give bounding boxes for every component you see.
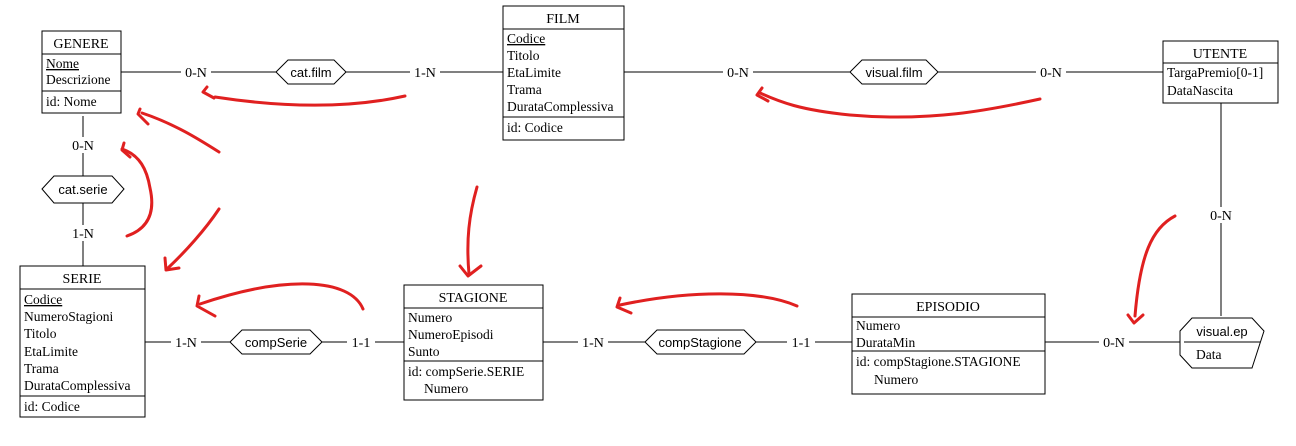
relationship-cat-film-name: cat.film <box>290 65 331 80</box>
relationship-cat-serie-name: cat.serie <box>58 182 107 197</box>
entity-film-attr-etalimite: EtaLimite <box>507 65 561 80</box>
entity-episodio-id: id: compStagione.STAGIONE <box>856 354 1021 369</box>
entity-episodio-attr-duratamin: DurataMin <box>856 335 915 350</box>
entity-utente-title: UTENTE <box>1193 47 1247 62</box>
entity-stagione-attr-sunto: Sunto <box>408 344 440 359</box>
relationship-comp-serie-name: compSerie <box>245 335 307 350</box>
relationship-visual-film[interactable]: visual.film <box>849 59 939 85</box>
cardinality-labels: 0-N 1-N 0-N 0-N 0-N 1-N 1-N 1-1 1-N 1-1 … <box>68 64 1236 351</box>
cardinality-episodio-compstagione: 1-1 <box>792 336 811 351</box>
entity-utente-attr-targapremio: TargaPremio[0-1] <box>1167 65 1263 80</box>
red-arrow-to-catserie <box>120 147 154 238</box>
entity-genere-attr-nome: Nome <box>46 56 79 71</box>
entity-film-attr-duratacomplessiva: DurataComplessiva <box>507 99 613 114</box>
entity-episodio-attr-numero: Numero <box>856 318 900 333</box>
entity-film-attr-codice: Codice <box>507 31 545 46</box>
entity-serie-attr-etalimite: EtaLimite <box>24 344 78 359</box>
relationship-visual-ep[interactable]: visual.ep Data <box>1179 317 1265 369</box>
relationship-cat-film[interactable]: cat.film <box>275 59 347 85</box>
cardinality-genere-catserie: 0-N <box>72 139 94 154</box>
red-arrow-to-visualfilm <box>758 91 1042 119</box>
relationship-comp-stagione-name: compStagione <box>658 335 741 350</box>
entity-utente[interactable]: UTENTE TargaPremio[0-1] DataNascita <box>1162 40 1279 104</box>
relationship-visual-ep-attr: Data <box>1196 347 1221 362</box>
red-arrow-to-stagione <box>466 185 479 276</box>
entity-stagione-id-part: Numero <box>424 381 468 396</box>
entity-serie[interactable]: SERIE Codice NumeroStagioni Titolo EtaLi… <box>19 265 146 418</box>
red-arrow-to-serie <box>166 207 221 270</box>
entity-genere-attr-descrizione: Descrizione <box>46 72 110 87</box>
relationship-cat-serie[interactable]: cat.serie <box>41 175 125 204</box>
entity-stagione-id: id: compSerie.SERIE <box>408 364 524 379</box>
entity-serie-attr-trama: Trama <box>24 361 59 376</box>
red-arrow-to-stagione-compstagione <box>618 292 799 308</box>
entity-film-attr-titolo: Titolo <box>507 48 540 63</box>
red-arrow-to-genere-catfilm <box>213 94 407 107</box>
entity-serie-attr-titolo: Titolo <box>24 326 57 341</box>
entity-film-title: FILM <box>546 12 580 27</box>
entity-serie-attr-duratacomplessiva: DurataComplessiva <box>24 378 130 393</box>
relationship-comp-stagione[interactable]: compStagione <box>644 329 757 355</box>
entity-stagione-attr-numeroepisodi: NumeroEpisodi <box>408 327 494 342</box>
cardinality-serie-catserie: 1-N <box>72 227 94 242</box>
entity-serie-title: SERIE <box>63 272 102 287</box>
cardinality-stagione-compstagione: 1-N <box>582 336 604 351</box>
entity-stagione[interactable]: STAGIONE Numero NumeroEpisodi Sunto id: … <box>403 284 544 401</box>
entity-stagione-attr-numero: Numero <box>408 310 452 325</box>
cardinality-genere-catfilm: 0-N <box>185 66 207 81</box>
cardinality-film-catfilm: 1-N <box>414 66 436 81</box>
entity-episodio-title: EPISODIO <box>916 300 980 315</box>
connector-lines <box>82 71 1222 343</box>
entity-genere-id: id: Nome <box>46 94 97 109</box>
red-arrow-to-genere-right <box>140 111 221 154</box>
cardinality-serie-compserie: 1-N <box>175 336 197 351</box>
entity-genere[interactable]: GENERE Nome Descrizione id: Nome <box>41 30 122 114</box>
cardinality-utente-visualep: 0-N <box>1210 209 1232 224</box>
entity-episodio-id-part: Numero <box>874 372 918 387</box>
entity-film-id: id: Codice <box>507 120 563 135</box>
entity-serie-id: id: Codice <box>24 399 80 414</box>
cardinality-stagione-compserie: 1-1 <box>352 336 371 351</box>
relationship-comp-serie[interactable]: compSerie <box>229 329 323 355</box>
relationship-visual-film-name: visual.film <box>865 65 922 80</box>
cardinality-episodio-visualep: 0-N <box>1103 336 1125 351</box>
relationship-visual-ep-name: visual.ep <box>1196 324 1247 339</box>
entity-genere-title: GENERE <box>53 37 108 52</box>
red-annotations <box>120 85 1177 325</box>
entity-serie-attr-codice: Codice <box>24 292 62 307</box>
cardinality-utente-visualfilm: 0-N <box>1040 66 1062 81</box>
entity-film[interactable]: FILM Codice Titolo EtaLimite Trama Durat… <box>502 5 625 141</box>
red-arrow-to-serie-compserie <box>198 282 365 311</box>
entity-utente-attr-datanascita: DataNascita <box>1167 83 1233 98</box>
entity-episodio[interactable]: EPISODIO Numero DurataMin id: compStagio… <box>851 293 1046 395</box>
cardinality-film-visualfilm: 0-N <box>727 66 749 81</box>
red-arrow-to-visualep <box>1133 214 1177 318</box>
entity-film-attr-trama: Trama <box>507 82 542 97</box>
entity-serie-attr-numerostagioni: NumeroStagioni <box>24 309 113 324</box>
entity-stagione-title: STAGIONE <box>439 291 508 306</box>
